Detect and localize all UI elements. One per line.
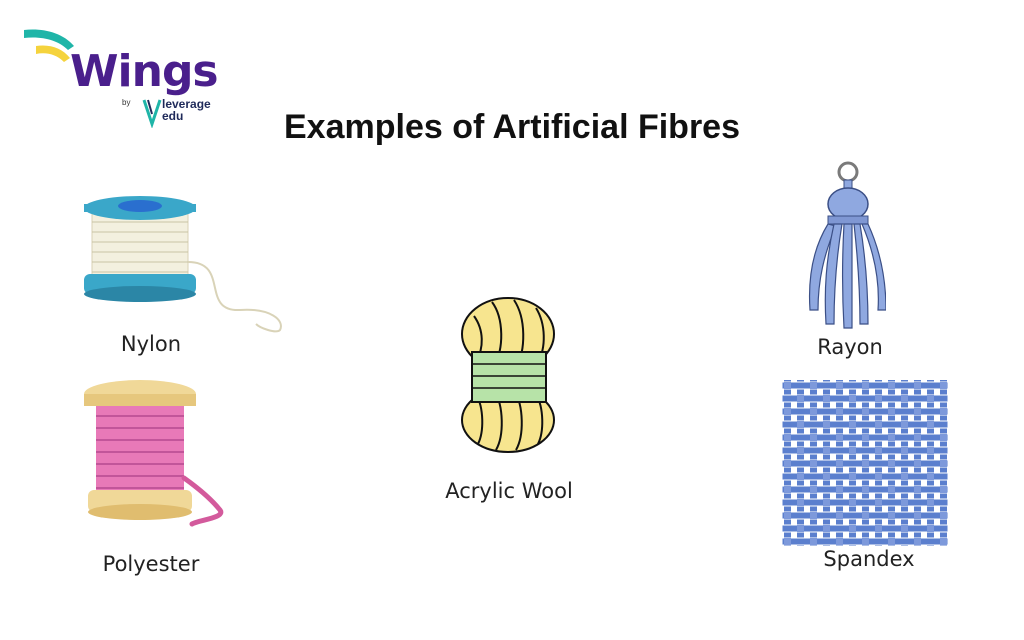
label-polyester: Polyester	[102, 552, 200, 576]
pink-thread-spool-icon	[84, 380, 224, 527]
label-rayon: Rayon	[817, 335, 883, 359]
label-spandex: Spandex	[823, 547, 915, 571]
tassel-icon	[808, 161, 886, 329]
logo-partner-text: leverage edu	[162, 98, 211, 122]
page-title: Examples of Artificial Fibres	[284, 108, 740, 146]
leverage-edu-mark-icon	[142, 99, 162, 128]
label-acrylic-wool: Acrylic Wool	[445, 479, 573, 503]
woven-fabric-icon	[782, 380, 948, 546]
logo-partner-line2: edu	[162, 109, 184, 123]
label-nylon: Nylon	[120, 332, 182, 356]
logo-partner-line1: leverage	[162, 97, 211, 111]
logo-wordmark: Wings	[70, 46, 219, 97]
logo-swoosh-icon	[24, 29, 74, 62]
yarn-skein-icon	[461, 297, 555, 453]
logo-by-text: by	[122, 98, 131, 107]
brand-logo: Wings by leverage edu	[22, 24, 222, 134]
thread-spool-icon	[84, 196, 282, 333]
